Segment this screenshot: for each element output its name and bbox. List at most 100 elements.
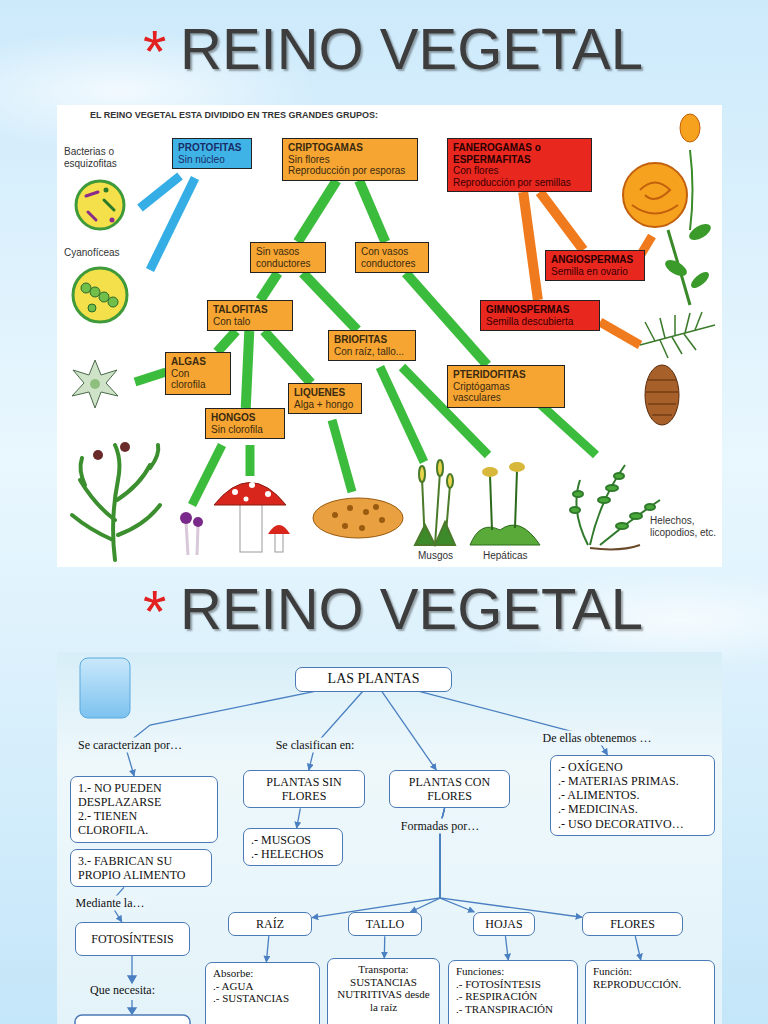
concept-box: TALLO [348,912,422,936]
pine-figure [640,312,715,425]
hepatica-figure [470,462,540,545]
box-text: 2.- TIENEN CLOROFILA. [78,809,210,837]
box-text: .- RESPIRACIÓN [456,990,570,1003]
slide-title: REINO VEGETAL [180,20,643,78]
box-heading: Sin vasos conductores [256,246,320,269]
box-text: Semilla descubierta [486,316,594,328]
box-heading: ALGAS [171,356,225,368]
figure-label: Cyanofíceas [64,247,120,259]
group-box: PTERIDOFITASCriptógamas vasculares [447,365,565,408]
group-box: ALGASCon clorofila [165,352,231,395]
concept-box: Función:REPRODUCCIÓN. [585,960,715,1024]
box-heading: RAÍZ [236,917,304,931]
group-box: TALOFITASCon talo [207,300,293,331]
bottom-panel [57,652,722,1024]
fern-figure [570,465,660,549]
concept-box: PLANTAS CON FLORES [389,770,510,808]
box-text: .- USO DECORATIVO… [558,817,707,831]
box-text: Sin núcleo [178,154,246,166]
edge-label: Mediante la… [74,896,147,911]
blue-square [80,658,130,718]
arrow-connector [382,692,436,770]
box-heading: ANGIOSPERMAS [551,254,639,266]
box-heading: TALOFITAS [213,304,287,316]
branch-strip [540,192,584,250]
group-box: HONGOSSin clorofila [205,408,285,439]
branch-strip [264,331,311,383]
branch-strip [523,192,538,300]
arrow-connector [505,936,508,960]
box-heading: LIQUENES [294,387,356,399]
box-text: Semilla en ovario [551,266,639,278]
concept-box: .- MUSGOS.- HELECHOS [243,828,343,866]
concept-box: Absorbe:.- AGUA.- SUSTANCIAS [205,962,320,1024]
concept-box: LAS PLANTAS [295,667,452,692]
box-heading: .- MUSGOS [251,833,335,847]
box-heading: FOTOSÍNTESIS [83,932,182,946]
cyanophyceae-figure [73,268,127,322]
top-panel [57,105,722,567]
box-heading: 3.- FABRICAN SU PROPIO ALIMENTO [78,854,204,882]
box-text: Con flores [453,165,586,177]
box-heading: FANEROGAMAS o ESPERMAFITAS [453,142,586,165]
group-box: LIQUENESAlga + hongo [288,383,362,414]
slide-title: REINO VEGETAL [180,580,643,638]
group-box: PROTOFITASSin núcleo [172,138,252,169]
box-text: Sin clorofila [211,424,279,436]
box-heading: Funciones: [456,965,570,978]
group-box: BRIOFITASCon raíz, tallo... [328,330,416,361]
box-heading: Función: [593,965,707,978]
concept-box: .- OXÍGENO.- MATERIAS PRIMAS..- ALIMENTO… [550,755,715,836]
box-text: Con talo [213,316,287,328]
amanita-figure [214,482,290,552]
seaweed-figure [72,442,160,560]
box-heading: HONGOS [211,412,279,424]
box-text: .- FOTOSÍNTESIS [456,978,570,991]
branch-box: Sin vasos conductores [250,242,326,273]
box-heading: PLANTAS SIN FLORES [260,775,348,803]
box-heading: BRIOFITAS [334,334,410,346]
box-heading: CRIPTOGAMAS [288,142,412,154]
box-heading: Con vasos conductores [361,246,423,269]
figure-label: Helechos, licopodios, etc. [650,515,718,538]
box-text: .- MEDICINAS. [558,802,707,816]
box-heading: LAS PLANTAS [302,671,445,688]
box-heading: Transporta: [335,963,432,976]
box-heading: PTERIDOFITAS [453,369,559,381]
figure-label: Hepáticas [483,550,527,562]
box-heading: FLORES [590,917,675,931]
box-heading: GIMNOSPERMAS [486,304,594,316]
arrow-connector [297,808,301,828]
box-heading: PLANTAS CON FLORES [406,775,493,803]
group-box: GIMNOSPERMASSemilla descubierta [480,300,600,331]
branch-strip [246,331,250,408]
box-text: .- AGUA [213,980,312,993]
concept-box: RAÍZ [228,912,312,936]
figure-label: Musgos [418,550,453,562]
arrow-connector [309,692,363,770]
moss-figure [415,460,455,545]
branch-strip [217,331,236,352]
box-heading: TALLO [356,917,414,931]
small-mushrooms [180,512,203,555]
empty-box [75,1015,190,1024]
bacteria-figure [76,181,124,229]
arrow-connector [266,936,268,962]
lichen-figure [313,498,403,538]
branch-strips [135,176,652,505]
concept-box: 3.- FABRICAN SU PROPIO ALIMENTO [70,849,212,887]
box-text: .- MATERIAS PRIMAS. [558,774,707,788]
box-text: Con raíz, tallo... [334,346,410,358]
title-asterisk: * [143,22,166,82]
edge-label: Se clasifican en: [274,738,357,753]
concept-box: Funciones:.- FOTOSÍNTESIS.- RESPIRACIÓN.… [448,960,578,1024]
flow-label: Que necesita: [90,984,155,998]
group-box: CRIPTOGAMASSin floresReproducción por es… [282,138,418,181]
figure-label: Bacterias o esquizofitas [64,146,142,169]
box-text: Reproducción por esporas [288,165,412,177]
branch-strip [260,273,278,300]
box-text: .- HELECHOS [251,847,335,861]
box-heading: HOJAS [481,917,527,931]
box-text: Sin flores [288,154,412,166]
box-text: REPRODUCCIÓN. [593,978,707,991]
